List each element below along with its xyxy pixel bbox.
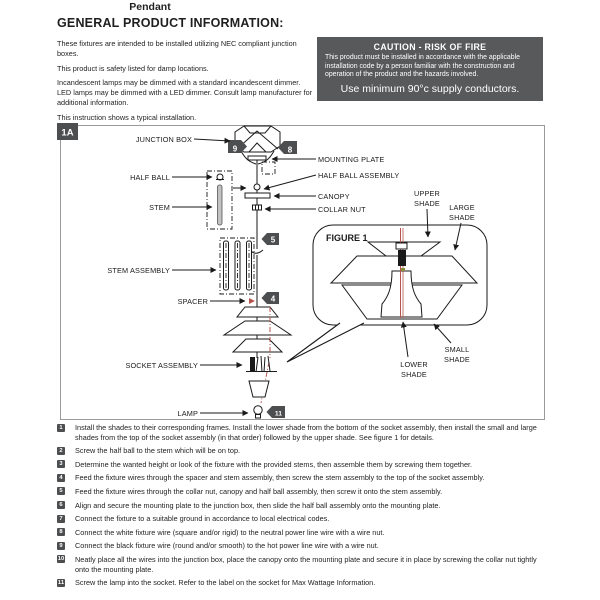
- diagram-frame: [60, 125, 545, 420]
- step-badge-8-num: 8: [288, 146, 293, 155]
- panel-label-badge: [57, 123, 78, 140]
- step-number: 10: [57, 555, 65, 564]
- caution-emphasis: Use minimum 90°c supply conductors.: [340, 82, 520, 95]
- svg-text:SHADE: SHADE: [401, 370, 427, 379]
- step-badge-5-num: 5: [271, 236, 276, 245]
- label-junction-box: JUNCTION BOX: [136, 135, 192, 144]
- half-ball-assembly-drawing: [253, 183, 261, 191]
- svg-text:UPPER: UPPER: [414, 189, 440, 198]
- label-upper-shade: UPPER SHADE: [414, 189, 440, 238]
- intro-paragraphs: These fixtures are intended to be instal…: [57, 39, 313, 127]
- svg-text:SHADE: SHADE: [414, 199, 440, 208]
- step-text: Neatly place all the wires into the junc…: [75, 554, 537, 574]
- step-badge-5: [261, 233, 279, 245]
- label-socket-assembly: SOCKET ASSEMBLY: [125, 361, 198, 370]
- intro-paragraph: This product is safety listed for damp l…: [57, 63, 209, 73]
- svg-text:SHADE: SHADE: [449, 213, 475, 222]
- svg-text:SHADE: SHADE: [444, 355, 470, 364]
- label-large-shade: LARGE SHADE: [449, 203, 475, 251]
- figure-1-callout: FIGURE 1: [286, 224, 488, 363]
- step-number: 5: [57, 487, 65, 496]
- intro-paragraph: Incandescent lamps may be dimmed with a …: [57, 78, 313, 107]
- half-ball-stem-detail: [206, 170, 247, 230]
- step-number: 3: [57, 460, 65, 469]
- label-half-ball: HALF BALL: [130, 173, 170, 182]
- step-text: Connect the black fixture wire (round an…: [75, 541, 379, 551]
- step-text: Feed the fixture wires through the colla…: [75, 486, 443, 496]
- lower-shade-drawing: [248, 380, 270, 398]
- mounting-plate-drawing: [247, 155, 276, 175]
- step-text: Connect the fixture to a suitable ground…: [75, 514, 330, 524]
- svg-text:LOWER: LOWER: [400, 360, 428, 369]
- instruction-step: 10 Neatly place all the wires into the j…: [57, 555, 549, 574]
- instruction-step: 4 Feed the fixture wires through the spa…: [57, 473, 549, 483]
- figure-1-label: FIGURE 1: [326, 233, 368, 243]
- panel-label: 1A: [61, 128, 73, 139]
- step-number: 7: [57, 514, 65, 523]
- step-text: Align and secure the mounting plate to t…: [75, 500, 441, 510]
- label-stem: STEM: [149, 203, 170, 212]
- step-badge-9: [228, 140, 247, 153]
- step-number: 8: [57, 528, 65, 537]
- intro-paragraph: These fixtures are intended to be instal…: [57, 39, 297, 58]
- stem-assembly-drawing: [219, 237, 255, 295]
- step-text: Screw the half ball to the stem which wi…: [75, 446, 241, 456]
- step-number: 2: [57, 446, 65, 455]
- svg-text:SMALL: SMALL: [445, 345, 470, 354]
- step-badge-11-num: 11: [275, 411, 282, 418]
- label-collar-nut: COLLAR NUT: [318, 205, 366, 214]
- instruction-step: 9 Connect the black fixture wire (round …: [57, 541, 549, 551]
- spacer-red-mark: [249, 298, 255, 304]
- step-number: 4: [57, 473, 65, 482]
- step-badge-8: [278, 141, 297, 154]
- page-title: Pendant: [129, 1, 171, 13]
- instruction-step: 3 Determine the wanted height or look of…: [57, 460, 549, 470]
- section-heading: GENERAL PRODUCT INFORMATION:: [57, 16, 284, 30]
- label-stem-assembly: STEM ASSEMBLY: [107, 266, 170, 275]
- label-lamp: LAMP: [178, 409, 198, 418]
- canopy-drawing: [244, 192, 271, 199]
- label-small-shade: SMALL SHADE: [433, 323, 470, 364]
- step-badge-4-num: 4: [271, 295, 276, 304]
- caution-title: CAUTION - RISK OF FIRE: [373, 42, 487, 52]
- lamp-drawing: [253, 405, 263, 419]
- instruction-step: 1 Install the shades to their correspond…: [57, 423, 549, 442]
- junction-box-drawing: [234, 125, 281, 165]
- step-badge-11: [266, 406, 285, 418]
- step-badge-4: [261, 292, 279, 304]
- label-spacer: SPACER: [178, 297, 208, 306]
- step-number: 1: [57, 423, 65, 432]
- instruction-step: 11 Screw the lamp into the socket. Refer…: [57, 578, 549, 588]
- caution-box: CAUTION - RISK OF FIRE This product must…: [317, 37, 543, 101]
- caution-body: This product must be installed in accord…: [325, 54, 520, 79]
- collar-nut-drawing: [252, 204, 262, 211]
- exploded-shades-drawing: [222, 306, 293, 353]
- step-number: 6: [57, 501, 65, 510]
- step-badge-9-num: 9: [233, 145, 238, 154]
- label-lower-shade: LOWER SHADE: [400, 321, 428, 379]
- step-text: Determine the wanted height or look of t…: [75, 459, 473, 469]
- socket-assembly-drawing: [246, 355, 277, 373]
- step-number: 11: [57, 578, 65, 587]
- intro-paragraph: This instruction shows a typical install…: [57, 112, 197, 122]
- label-canopy: CANOPY: [318, 192, 350, 201]
- step-text: Screw the lamp into the socket. Refer to…: [75, 578, 376, 588]
- instruction-steps: 1 Install the shades to their correspond…: [57, 423, 549, 588]
- step-text: Install the shades to their correspondin…: [75, 423, 537, 442]
- instruction-step: 7 Connect the fixture to a suitable grou…: [57, 514, 549, 524]
- instruction-step: 2 Screw the half ball to the stem which …: [57, 446, 549, 456]
- label-half-ball-assembly: HALF BALL ASSEMBLY: [318, 171, 399, 180]
- step-text: Feed the fixture wires through the space…: [75, 473, 485, 483]
- step-number: 9: [57, 541, 65, 550]
- instruction-step: 5 Feed the fixture wires through the col…: [57, 487, 549, 497]
- svg-text:LARGE: LARGE: [449, 203, 475, 212]
- label-mounting-plate: MOUNTING PLATE: [318, 155, 384, 164]
- step-text: Connect the white fixture wire (square a…: [75, 527, 385, 537]
- instruction-step: 6 Align and secure the mounting plate to…: [57, 501, 549, 511]
- instruction-step: 8 Connect the white fixture wire (square…: [57, 528, 549, 538]
